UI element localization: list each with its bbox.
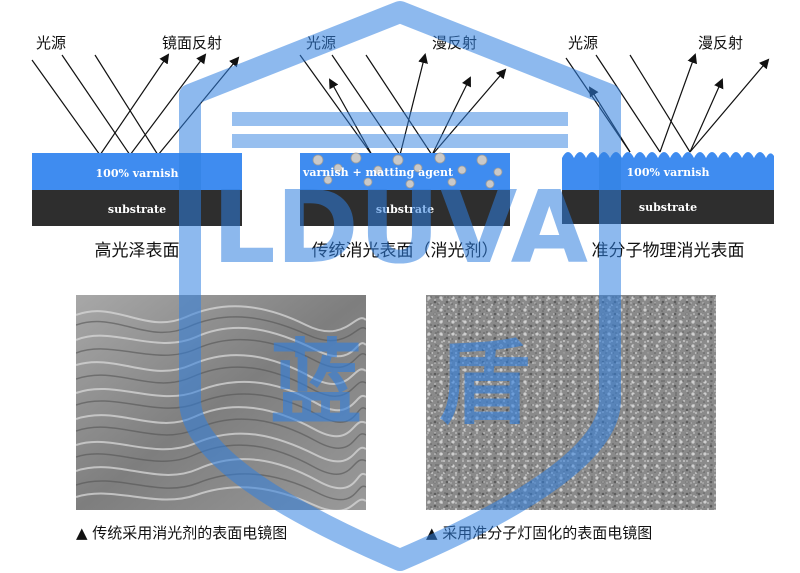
varnish-label: 100% varnish [96, 167, 179, 180]
incident-ray [629, 54, 691, 153]
light-source-label: 光源 [36, 34, 67, 52]
substrate-label: substrate [376, 203, 434, 216]
sem-caption-excimer: ▲ 采用准分子灯固化的表面电镜图 [426, 524, 653, 542]
surface-caption: 准分子物理消光表面 [591, 241, 745, 261]
reflection-label: 镜面反射 [162, 34, 223, 52]
sem-image-excimer [426, 295, 716, 510]
substrate-label: substrate [639, 201, 697, 214]
scattered-ray [689, 58, 770, 153]
light-source-label: 光源 [306, 34, 337, 52]
surface-caption: 高光泽表面 [94, 241, 180, 261]
incident-ray [299, 54, 373, 156]
panel-traditional-matte: varnish + matting agent substrate [299, 53, 510, 226]
incident-ray [31, 59, 101, 156]
light-source-label: 光源 [568, 34, 599, 52]
incident-ray [595, 54, 661, 153]
varnish-label: varnish + matting agent [302, 166, 454, 179]
scattered-ray [329, 78, 373, 156]
incident-ray [331, 54, 401, 156]
reflected-ray [99, 53, 170, 156]
varnish-label: 100% varnish [627, 166, 710, 179]
reflected-ray [129, 53, 207, 156]
scattered-ray [431, 68, 507, 156]
surface-caption: 传统消光表面（消光剂） [311, 241, 499, 261]
sem-image-traditional [76, 295, 366, 510]
reflection-label: 漫反射 [432, 34, 478, 52]
incident-ray [61, 54, 131, 156]
sem-caption-traditional: ▲ 传统采用消光剂的表面电镜图 [76, 524, 288, 542]
panel-glossy: 100% varnish substrate [31, 53, 242, 226]
panel-excimer-matte: 100% varnish substrate [562, 53, 774, 224]
scattered-ray [659, 53, 697, 153]
reflection-label: 漫反射 [698, 34, 744, 52]
scattered-ray [399, 53, 428, 156]
incident-ray [94, 54, 159, 156]
incident-ray [365, 54, 433, 156]
scattered-ray [689, 78, 724, 153]
incident-ray [565, 57, 631, 153]
substrate-label: substrate [108, 203, 166, 216]
reflected-ray [157, 56, 240, 156]
